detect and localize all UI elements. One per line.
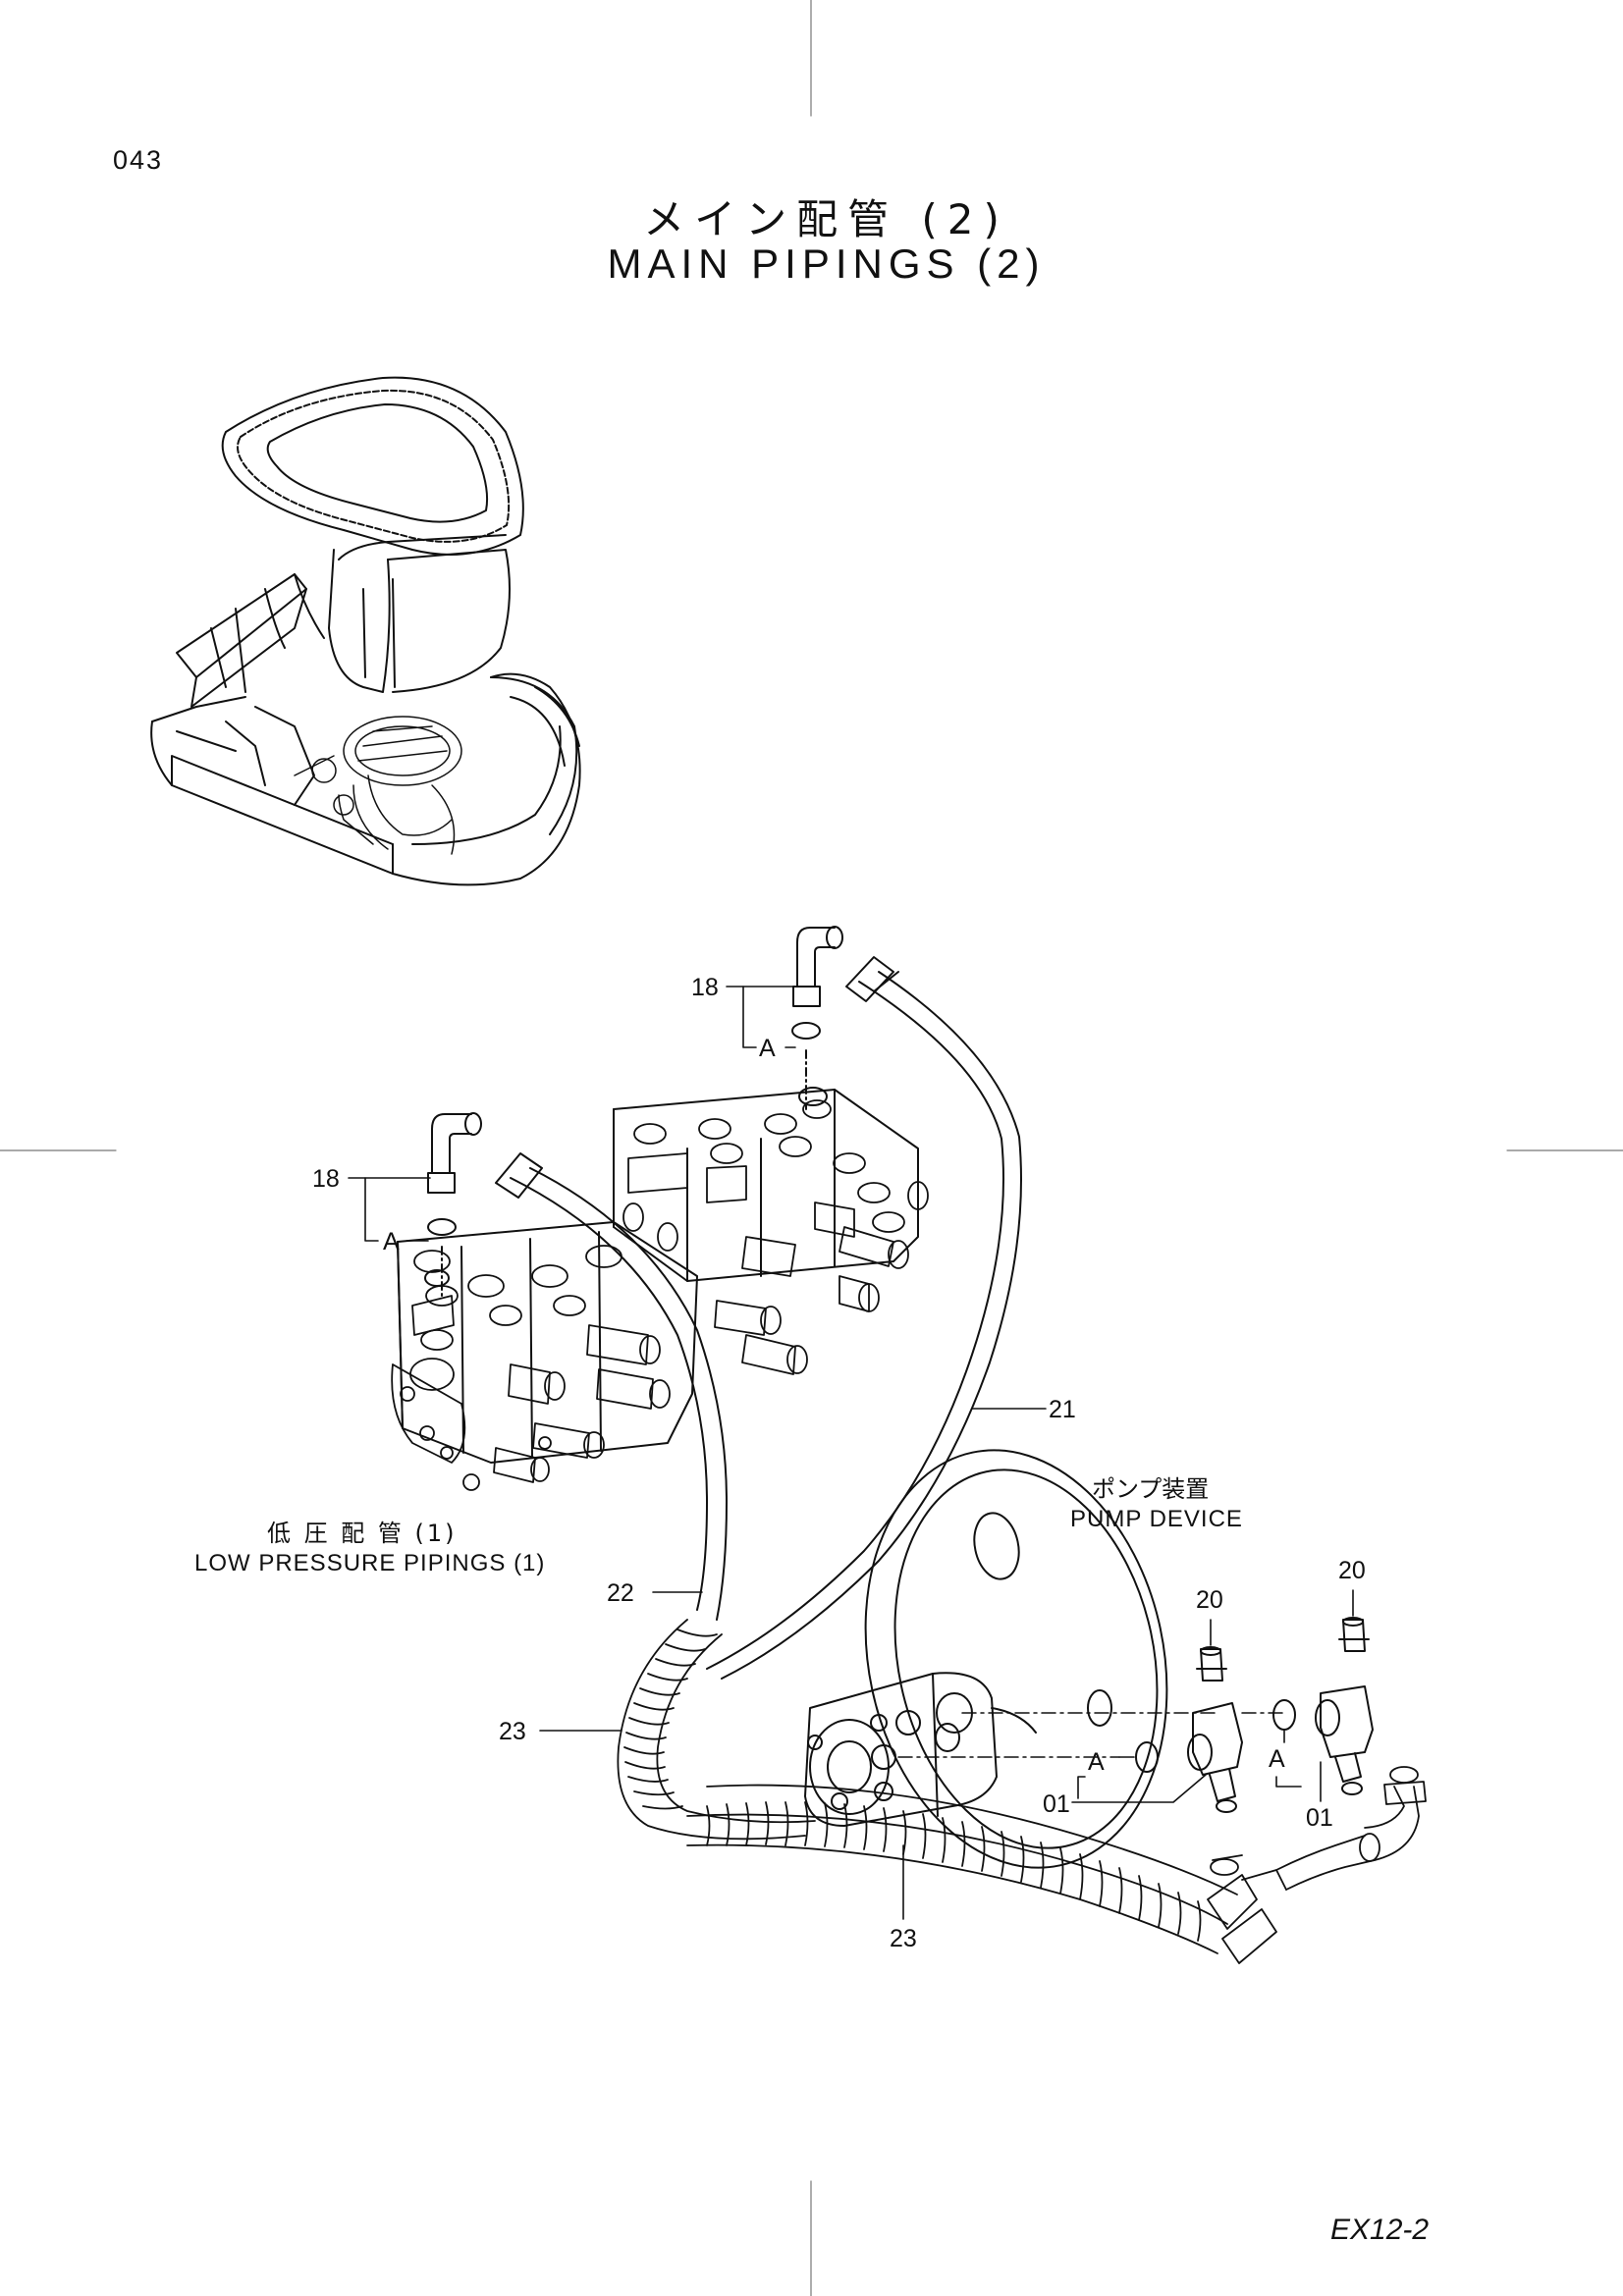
pump-device bbox=[804, 1449, 1287, 1869]
callout-labels: 18 A 18 A 21 22 23 23 20 20 A A 01 01 ポン… bbox=[194, 974, 1366, 1952]
callout-20-left: 20 bbox=[1196, 1586, 1223, 1614]
callout-21: 21 bbox=[1049, 1396, 1076, 1423]
hose-22 bbox=[495, 1152, 728, 1621]
callout-a-pump-right: A bbox=[1269, 1745, 1285, 1773]
title-english: MAIN PIPINGS (2) bbox=[607, 240, 1046, 287]
callout-20-right: 20 bbox=[1338, 1557, 1366, 1584]
callout-01-right: 01 bbox=[1306, 1804, 1333, 1832]
callout-18-left: 18 bbox=[312, 1165, 340, 1193]
elbow-fitting-left bbox=[427, 1112, 482, 1297]
page-footer-code: EX12-2 bbox=[1330, 2214, 1430, 2246]
plug-20-right bbox=[1338, 1617, 1370, 1652]
spiral-coils-vertical bbox=[623, 1629, 718, 1810]
callout-23-left: 23 bbox=[499, 1718, 526, 1745]
elbow-fitting-top bbox=[791, 926, 843, 1110]
callout-a-top: A bbox=[759, 1035, 776, 1062]
spiral-guard-bottom bbox=[686, 1766, 1427, 1964]
low-pressure-label-en: LOW PRESSURE PIPINGS (1) bbox=[194, 1550, 545, 1576]
fitting-01-right bbox=[1272, 1685, 1374, 1795]
callout-18-top: 18 bbox=[691, 974, 719, 1001]
callout-a-pump-left: A bbox=[1088, 1748, 1105, 1776]
hose-21 bbox=[706, 956, 1022, 1680]
page-number: 043 bbox=[113, 145, 164, 175]
callout-23-bottom: 23 bbox=[890, 1925, 917, 1952]
callout-01-left: 01 bbox=[1043, 1790, 1070, 1818]
callout-a-left: A bbox=[383, 1228, 400, 1255]
title-japanese: メイン配管 (2) bbox=[643, 195, 1009, 243]
pump-device-label-en: PUMP DEVICE bbox=[1070, 1506, 1243, 1532]
pump-device-label-jp: ポンプ装置 bbox=[1092, 1475, 1209, 1503]
callout-22: 22 bbox=[607, 1579, 634, 1607]
fitting-01-left bbox=[1135, 1702, 1243, 1813]
low-pressure-label-jp: 低 圧 配 管 (1) bbox=[267, 1520, 458, 1547]
control-valve-assembly bbox=[391, 1087, 929, 1491]
spiral-guard-left bbox=[617, 1619, 816, 1841]
leader-lines bbox=[348, 986, 1354, 1920]
machine-overview-illustration bbox=[150, 376, 581, 886]
plug-20-left bbox=[1196, 1646, 1227, 1682]
